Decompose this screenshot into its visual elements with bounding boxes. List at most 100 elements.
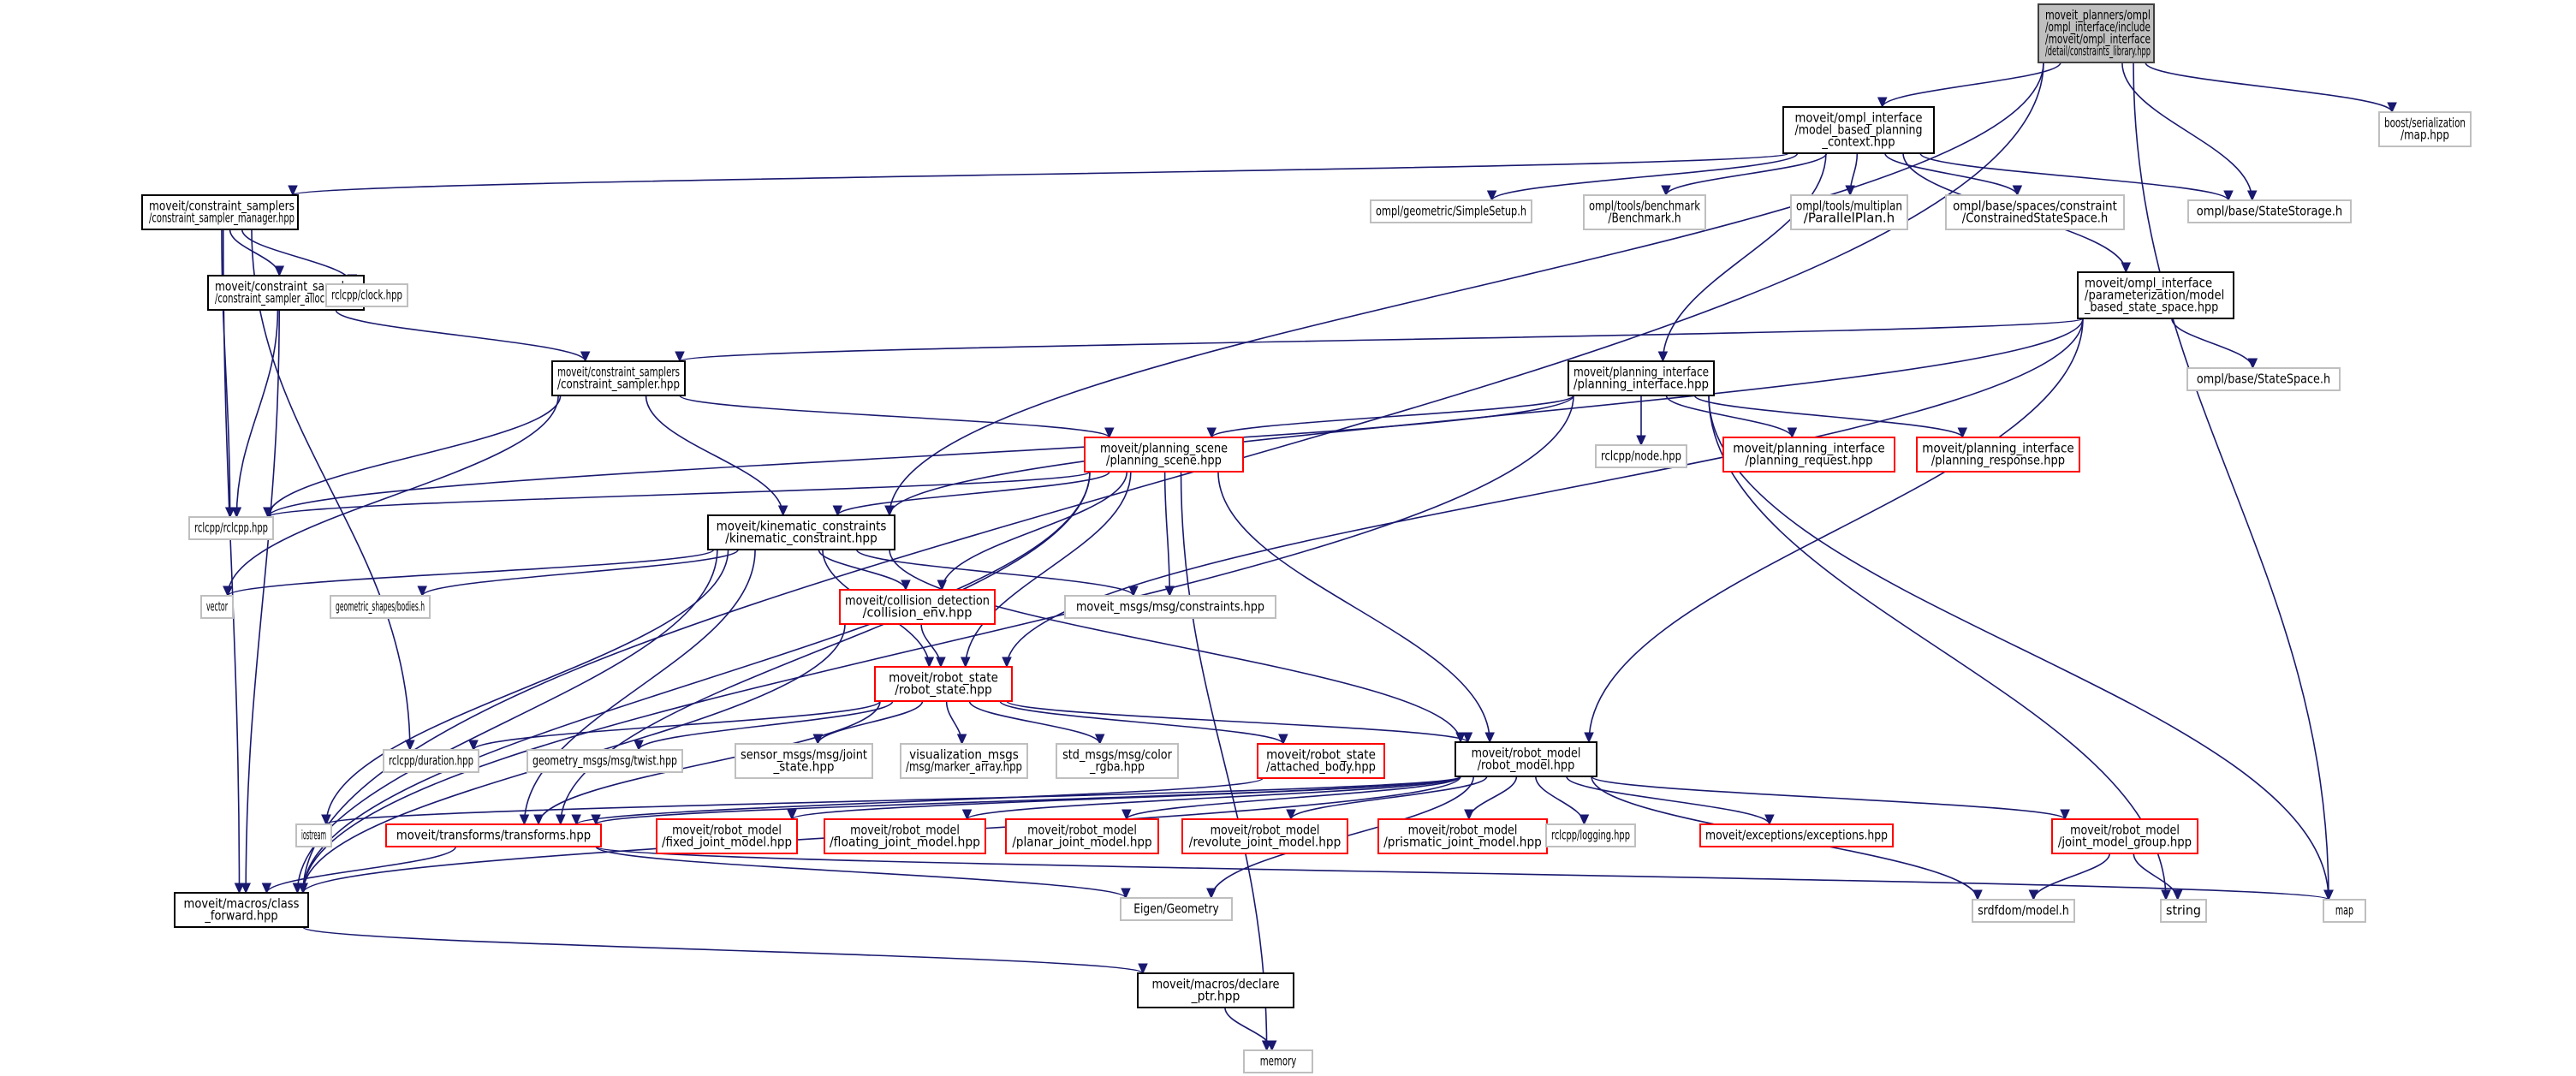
graph-node-parallelplan: ompl/tools/multiplan/ParallelPlan.h [1790,194,1908,230]
edge-ps-to-collenv [941,471,1128,591]
graph-node-memory: memory [1243,1049,1313,1073]
graph-node-revolute[interactable]: moveit/robot_model/revolute_joint_model.… [1181,818,1348,854]
arrowhead-icon [1002,657,1012,669]
graph-node-statestorage: ompl/base/StateStorage.h [2187,199,2352,223]
edge-root-to-statestorage [2121,62,2253,201]
edge-kc-to-bodies [421,549,739,597]
edge-mbpc-to-statestorage [1919,152,2229,201]
arrowhead-icon [960,657,971,669]
node-box [200,595,234,619]
node-label-line: rclcpp/duration.hpp [389,753,473,769]
graph-node-exceptions[interactable]: moveit/exceptions/exceptions.hpp [1699,823,1894,847]
edge-classfwd-to-declareptr [302,926,1144,974]
node-box [2186,367,2341,391]
node-label-line: moveit/collision_detection [845,593,990,609]
graph-node-floating[interactable]: moveit/robot_model/floating_joint_model.… [824,818,986,854]
graph-node-mbpc[interactable]: moveit/ompl_interface/model_based_planni… [1782,106,1935,154]
node-box [824,818,986,854]
node-label-line: iostream [301,828,326,843]
edge-cs-to-rclcpp [267,395,562,518]
graph-node-ps[interactable]: moveit/planning_scene/planning_scene.hpp [1084,437,1244,473]
node-label-line: geometry_msgs/msg/twist.hpp [532,753,677,770]
node-label-line: moveit/planning_scene [1100,441,1228,457]
node-box [2038,3,2155,63]
graph-node-mbss[interactable]: moveit/ompl_interface/parameterization/m… [2077,271,2234,319]
graph-node-attached[interactable]: moveit/robot_state/attached_body.hpp [1257,743,1385,779]
node-label-line: /planning_request.hpp [1745,453,1872,469]
edge-rm-to-transforms [595,776,1461,825]
node-box [1370,199,1532,223]
graph-node-boostmap: boost/serialization/map.hpp [2378,111,2472,147]
graph-node-declareptr[interactable]: moveit/macros/declare_ptr.hpp [1137,972,1294,1008]
edge-ps-to-constraints [1163,471,1171,597]
edge-csa-to-classfwd [245,309,280,894]
graph-node-preq[interactable]: moveit/planning_interface/planning_reque… [1722,437,1895,473]
graph-node-string: string [2160,899,2207,923]
node-box [1243,1049,1313,1073]
node-box [1120,897,1233,921]
edge-mbpc-to-csm [292,152,1789,196]
graph-node-collenv[interactable]: moveit/collision_detection/collision_env… [839,589,996,625]
graph-node-pi[interactable]: moveit/planning_interface/planning_inter… [1568,360,1715,396]
arrowhead-icon [263,507,273,519]
arrowhead-icon [2387,102,2397,114]
edge-csa-to-cs [335,309,586,362]
graph-node-iostream: iostream [295,823,332,847]
graph-node-cs[interactable]: moveit/constraint_samplers/constraint_sa… [551,360,686,396]
arrowhead-icon [417,586,427,597]
edge-mbss-to-cs [679,318,2084,362]
arrowhead-icon [1661,185,1671,197]
arrowhead-icon [321,814,331,826]
graph-node-csm[interactable]: moveit/constraint_samplers/constraint_sa… [141,194,299,230]
edge-pi-to-rclcpp [267,395,1574,518]
graph-node-root[interactable]: moveit_planners/ompl/ompl_interface/incl… [2038,3,2155,63]
arrowhead-icon [261,883,272,895]
edge-csm-to-classfwd [222,229,241,894]
node-box [1790,194,1908,230]
node-box [1181,818,1348,854]
graph-node-prismatic[interactable]: moveit/robot_model/prismatic_joint_model… [1377,818,1548,854]
edge-rm-to-planar [1126,776,1461,820]
edge-csm-to-csa [229,229,281,276]
node-label-line: /ompl_interface/include [2045,20,2151,36]
node-box [1084,437,1244,473]
node-label-line: moveit/ompl_interface [1794,110,1922,127]
graph-node-classfwd[interactable]: moveit/macros/class_forward.hpp [174,892,309,928]
graph-node-rm[interactable]: moveit/robot_model/robot_model.hpp [1455,741,1597,777]
edge-ps-to-rm [1217,471,1490,743]
node-label-line: /planning_interface.hpp [1574,377,1709,393]
node-label-line: /Benchmark.h [1608,211,1681,226]
node-box [527,749,683,773]
graph-node-rs[interactable]: moveit/robot_state/robot_state.hpp [874,666,1013,702]
graph-node-fixed[interactable]: moveit/robot_model/fixed_joint_model.hpp [656,818,798,854]
arrowhead-icon [832,505,843,517]
arrowhead-icon [936,657,946,669]
node-label-line: moveit/planning_interface [1733,441,1885,457]
graph-node-planar[interactable]: moveit/robot_model/planar_joint_model.hp… [1005,818,1159,854]
arrowhead-icon [901,580,911,592]
node-label-line: sensor_msgs/msg/joint [741,747,867,764]
arrowhead-icon [1121,809,1132,821]
edge-root-to-mbpc [1881,62,2061,108]
arrowhead-icon [580,351,591,363]
node-label-line: moveit/robot_state [889,670,998,687]
arrowhead-icon [2028,889,2039,901]
graph-node-presp[interactable]: moveit/planning_interface/planning_respo… [1916,437,2080,473]
graph-node-jmg[interactable]: moveit/robot_model/joint_model_group.hpp [2051,818,2198,854]
arrowhead-icon [1787,427,1798,439]
graph-node-kc[interactable]: moveit/kinematic_constraints/kinematic_c… [707,514,895,550]
edge-kc-to-constraints [855,549,1134,597]
edge-root-to-map [2133,62,2329,901]
node-box [2323,899,2366,923]
node-box [2378,111,2472,147]
node-label-line: rclcpp/node.hpp [1601,449,1681,464]
node-label-line: ompl/geometric/SimpleSetup.h [1376,204,1526,219]
graph-node-transforms[interactable]: moveit/transforms/transforms.hpp [385,823,602,847]
node-box [1972,899,2075,923]
node-label-line: _forward.hpp [205,908,278,924]
node-box [1595,444,1687,468]
node-box [1568,360,1715,396]
arrowhead-icon [1138,963,1148,975]
graph-node-simplesetup: ompl/geometric/SimpleSetup.h [1370,199,1532,223]
